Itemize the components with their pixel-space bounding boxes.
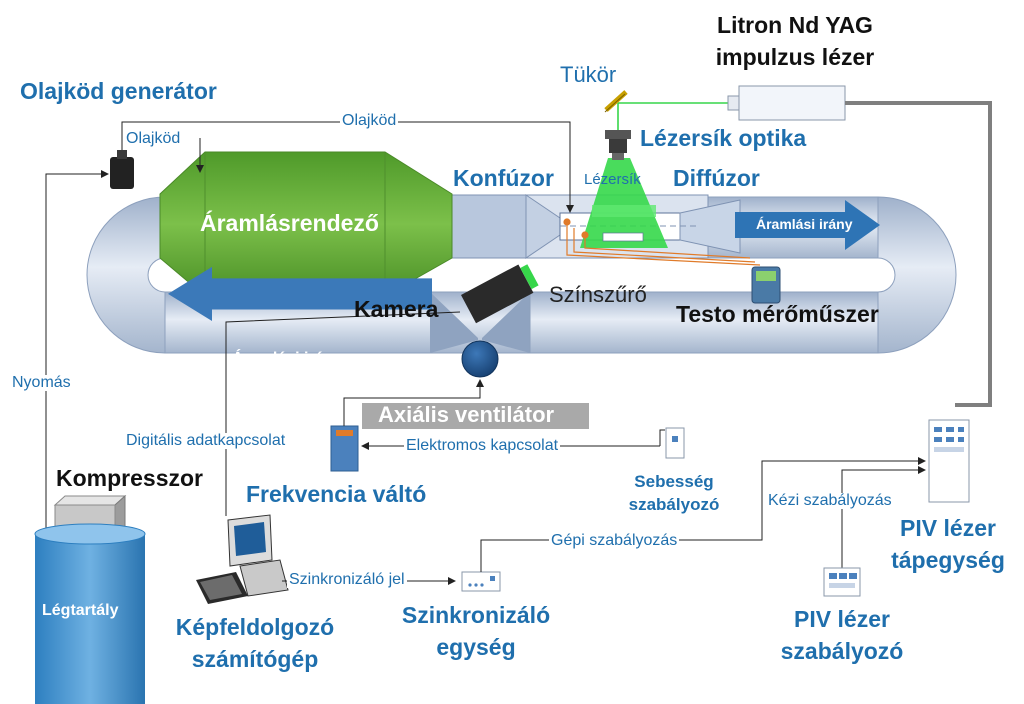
color-filter-label: Színszűrő [549,282,647,307]
speed-controller-line1: Sebesség [634,472,714,491]
freq-converter-label: Frekvencia váltó [246,481,427,507]
air-tank [34,523,146,704]
confuser-label: Konfúzor [453,165,554,191]
machine-control-line [480,457,926,572]
compressor-label: Kompresszor [56,465,203,491]
flow-straightener [159,151,453,297]
flow-direction-left-label: Áramlási irány [232,350,343,367]
flow-straightener-label: Áramlásrendező [200,210,379,236]
mirror-label: Tükör [560,62,617,87]
sync-unit-label: Szinkronizáló egység [386,604,566,659]
laser-title-line1: Litron Nd YAG [717,12,873,38]
camera [461,264,539,324]
oil-mist-generator [110,150,134,189]
piv-controller-label: PIV lézer szabályozó [772,608,912,663]
laser-optics [605,130,631,160]
axial-fan [461,340,499,378]
mirror-and-beam [604,90,731,130]
oil-generator-label: Olajköd generátor [20,78,217,104]
speed-controller [665,427,685,459]
axial-fan-label: Axiális ventilátor [378,402,555,427]
probe-wires [563,218,761,266]
air-tank-label: Légtartály [42,602,119,619]
oil-mist-top-label: Olajköd [340,112,399,129]
oil-mist-left-label: Olajköd [124,130,183,147]
sync-unit-line1: Szinkronizáló [401,602,551,628]
tunnel-left-bend [86,196,166,354]
laser-sheet-label: Lézersík [584,171,641,188]
camera-pc-line [225,311,461,516]
image-pc-label: Képfeldolgozó számítógép [150,616,360,671]
sync-signal-label: Szinkronizáló jel [287,571,407,588]
manual-control-label: Kézi szabályozás [766,492,894,509]
testo-label: Testo mérőműszer [676,301,879,327]
flow-direction-right-label: Áramlási irány [756,216,853,232]
image-pc-line2: számítógép [191,646,319,672]
camera-label: Kamera [354,296,439,322]
piv-psu-label: PIV lézer tápegység [878,517,1018,572]
sync-unit [461,571,501,592]
laser-title-line2: impulzus lézer [715,44,875,70]
tunnel-right-bend [877,196,957,354]
piv-power-supply [928,419,970,503]
electric-link-label: Elektromos kapcsolat [404,437,561,454]
testo-instrument [751,266,781,304]
pressure-label: Nyomás [10,374,73,391]
piv-controller-line2: szabályozó [780,638,904,664]
image-processing-pc [196,514,289,604]
speed-controller-label: Sebesség szabályozó [616,473,732,513]
speed-controller-line2: szabályozó [628,495,720,514]
axial-fan-banner [362,403,589,429]
laser-head [727,85,992,407]
diffuser-label: Diffúzor [673,165,760,191]
digital-link-label: Digitális adatkapcsolat [124,432,288,449]
machine-control-label: Gépi szabályozás [549,532,680,549]
piv-psu-line1: PIV lézer [900,515,996,541]
image-pc-line1: Képfeldolgozó [175,614,335,640]
piv-controller-line1: PIV lézer [794,606,890,632]
piv-psu-line2: tápegység [891,547,1005,573]
laser-sheet [580,158,668,248]
fan-nozzle [430,292,530,353]
frequency-converter [330,379,484,472]
piv-controller [823,567,861,597]
sync-unit-line2: egység [436,634,516,660]
flow-arrow-right [735,200,880,250]
pressure-line [45,170,109,530]
sheet-optics-label: Lézersík optika [640,125,807,151]
laser-title: Litron Nd YAG impulzus lézer [700,14,890,69]
manual-control-line [841,466,926,568]
